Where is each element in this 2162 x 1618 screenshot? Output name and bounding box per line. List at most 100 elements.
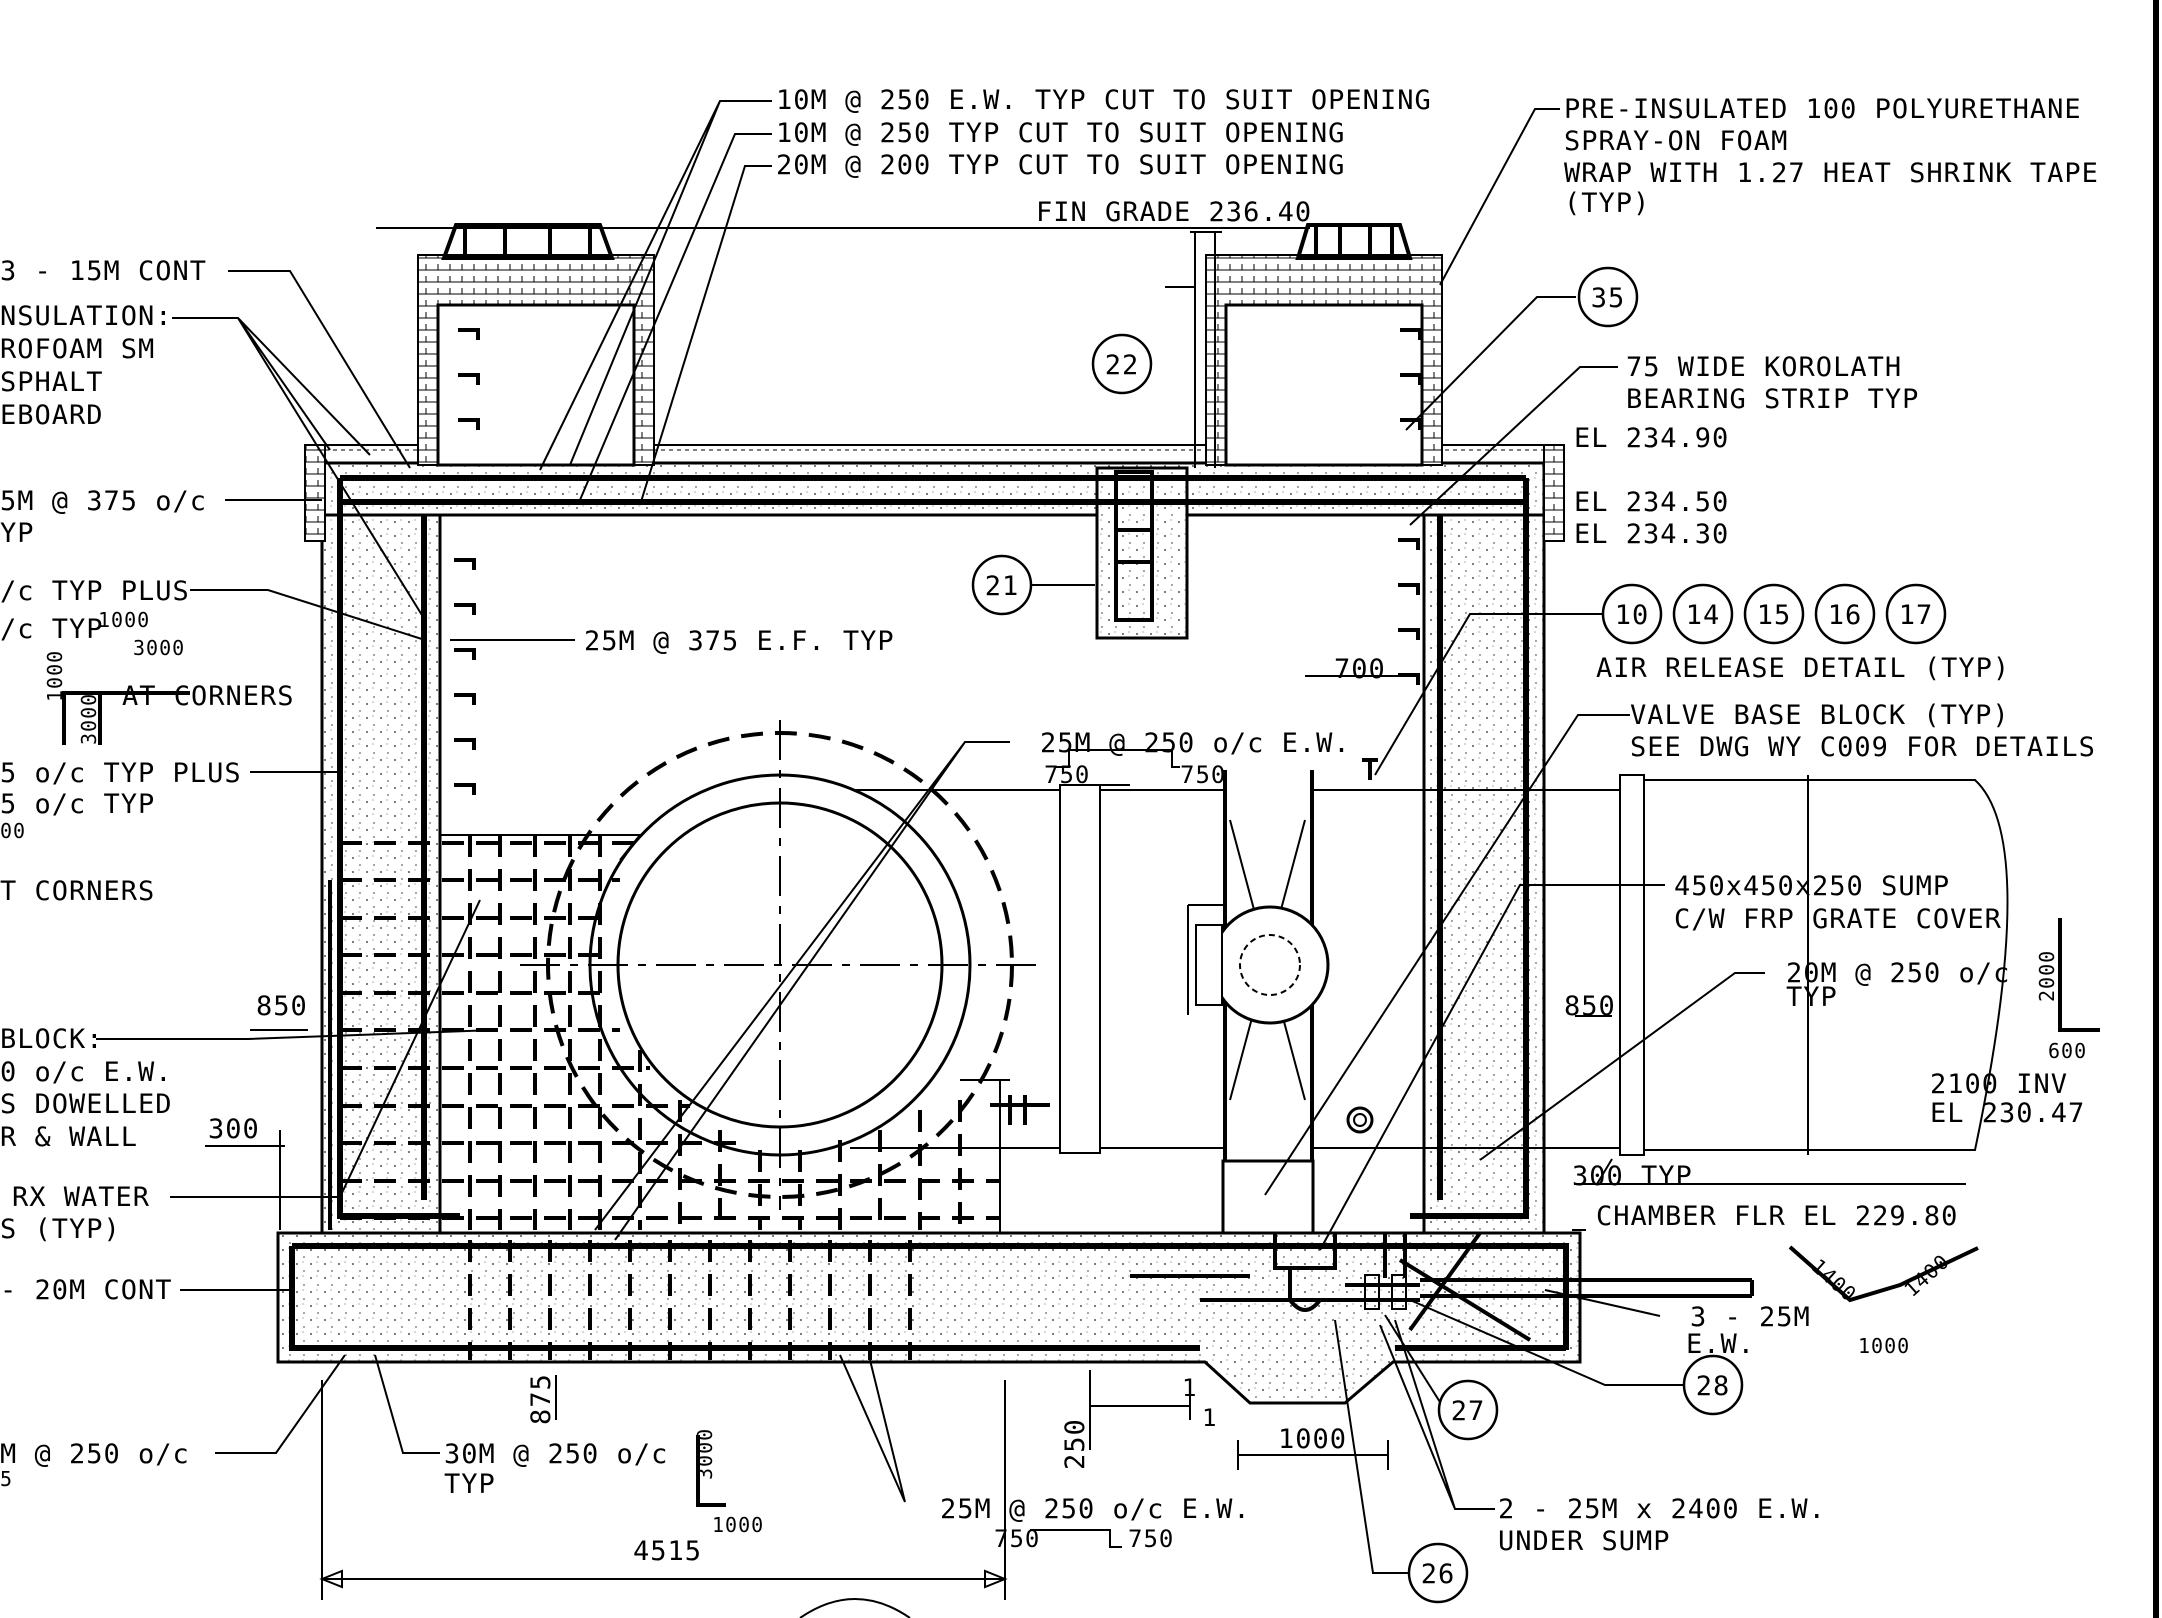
bubble-10: 10 — [1615, 600, 1650, 631]
detail-bubbles: 35 22 21 10 14 15 16 17 26 27 28 — [971, 266, 1947, 1604]
note-m250-left: M @ 250 o/c — [0, 1439, 190, 1470]
bubble-15: 15 — [1757, 600, 1792, 631]
bubble-16: 16 — [1828, 600, 1863, 631]
note-insul-1: PRE-INSULATED 100 POLYURETHANE — [1564, 94, 2082, 125]
note-30m-2: TYP — [444, 1469, 496, 1500]
note-typ-plus-1: /c TYP PLUS — [0, 576, 190, 607]
note-under-sump-2: UNDER SUMP — [1498, 1526, 1671, 1557]
note-20m-right-2: TYP — [1786, 982, 1838, 1013]
note-rx-1: RX WATER — [12, 1182, 150, 1213]
dim-850-left: 850 — [256, 991, 308, 1022]
hook-c-2000: 2000 — [2035, 950, 2059, 1002]
note-bearing-1: 75 WIDE KOROLATH — [1626, 352, 1902, 383]
note-m250-left-2: 5 — [0, 1467, 13, 1491]
rebar — [289, 470, 1569, 1351]
note-insul-4: (TYP) — [1564, 188, 1650, 219]
note-25m-bottom: 25M @ 250 o/c E.W. — [940, 1494, 1251, 1525]
note-5m-375-2: YP — [0, 518, 35, 549]
hook-c-600: 600 — [2048, 1039, 2087, 1063]
bubble-17: 17 — [1899, 600, 1934, 631]
hook-a-3000v: 3000 — [77, 693, 101, 745]
note-insul-2: SPRAY-ON FOAM — [1564, 126, 1788, 157]
roof-beam — [1095, 466, 1189, 640]
note-rebar-top-3: 20M @ 200 TYP CUT TO SUIT OPENING — [776, 150, 1345, 181]
dim-700: 700 — [1334, 654, 1386, 685]
note-insulation-1: NSULATION: — [0, 301, 173, 332]
note-rx-2: S (TYP) — [0, 1214, 121, 1245]
bubble-21: 21 — [985, 571, 1020, 602]
hook-a-1000v: 1000 — [43, 650, 67, 702]
note-sump-2: C/W FRP GRATE COVER — [1674, 904, 2002, 935]
note-3-25m-2: E.W. — [1686, 1329, 1755, 1360]
note-inv-1: 2100 INV — [1930, 1069, 2068, 1100]
dim-875: 875 — [526, 1373, 557, 1425]
hook-a-1000: 1000 — [98, 608, 150, 632]
note-el-3: EL 234.30 — [1574, 519, 1729, 550]
note-block-2: 0 o/c E.W. — [0, 1057, 173, 1088]
hook-d-1400b: 1400 — [1899, 1249, 1954, 1302]
note-300-typ: 300 TYP — [1572, 1161, 1693, 1192]
valve-base-block — [1221, 1159, 1315, 1235]
note-insulation-4: EBOARD — [0, 400, 104, 431]
sump — [1130, 1233, 1754, 1312]
hook-d-1000: 1000 — [1858, 1334, 1910, 1358]
note-valve-2: SEE DWG WY C009 FOR DETAILS — [1630, 732, 2096, 763]
dim-750-b: 750 — [1180, 761, 1226, 789]
dim-750-d: 750 — [1128, 1525, 1174, 1553]
note-chamber-floor: CHAMBER FLR EL 229.80 — [1596, 1201, 1958, 1232]
note-insul-3: WRAP WITH 1.27 HEAT SHRINK TAPE — [1564, 158, 2099, 189]
dim-750-a: 750 — [1044, 761, 1090, 789]
dim-slope-2: 1 — [1202, 1404, 1217, 1432]
note-ef-typ: 25M @ 375 E.F. TYP — [584, 626, 895, 657]
note-el-1: EL 234.90 — [1574, 423, 1729, 454]
hook-b-1000: 1000 — [712, 1513, 764, 1537]
partial-bubble — [799, 1598, 911, 1618]
hook-b-3000: 3000 — [693, 1428, 717, 1480]
bubble-14: 14 — [1686, 600, 1721, 631]
note-block-1: BLOCK: — [0, 1024, 104, 1055]
note-valve-1: VALVE BASE BLOCK (TYP) — [1630, 700, 2010, 731]
note-3-25m-1: 3 - 25M — [1690, 1302, 1811, 1333]
bubble-28: 28 — [1696, 1371, 1731, 1402]
note-block-4: R & WALL — [0, 1122, 138, 1153]
note-30m-1: 30M @ 250 o/c — [444, 1439, 668, 1470]
note-block-3: S DOWELLED — [0, 1089, 173, 1120]
note-5oc-3: 00 — [0, 819, 26, 843]
base-slab — [276, 1231, 1582, 1405]
access-shafts — [417, 223, 1443, 795]
note-5oc-2: 5 o/c TYP — [0, 789, 155, 820]
dim-1000: 1000 — [1278, 1424, 1347, 1455]
note-typ-plus-2: /c TYP — [0, 614, 104, 645]
block-rebar-grid — [340, 834, 1010, 1360]
note-rebar-top-1: 10M @ 250 E.W. TYP CUT TO SUIT OPENING — [776, 85, 1432, 116]
note-25m-ew: 25M @ 250 o/c E.W. — [1040, 728, 1351, 759]
note-el-2: EL 234.50 — [1574, 487, 1729, 518]
leaders — [96, 100, 1765, 1574]
dim-slope-1: 1 — [1182, 1374, 1197, 1402]
note-at-corners: AT CORNERS — [122, 681, 295, 712]
note-sump-1: 450x450x250 SUMP — [1674, 871, 1950, 902]
hook-a-3000: 3000 — [133, 636, 185, 660]
dim-850-right: 850 — [1564, 991, 1616, 1022]
note-under-sump-1: 2 - 25M x 2400 E.W. — [1498, 1494, 1826, 1525]
bubble-35: 35 — [1591, 283, 1626, 314]
dim-250: 250 — [1060, 1418, 1091, 1470]
note-insulation-2: ROFOAM SM — [0, 334, 155, 365]
bubble-22: 22 — [1105, 350, 1140, 381]
pipe — [520, 720, 2009, 1210]
note-t-corners: T CORNERS — [0, 876, 155, 907]
note-fin-grade: FIN GRADE 236.40 — [1036, 197, 1312, 228]
note-rebar-top-2: 10M @ 250 TYP CUT TO SUIT OPENING — [776, 118, 1345, 149]
bubble-26: 26 — [1421, 1559, 1456, 1590]
dimensions — [205, 675, 1966, 1600]
notes: 10M @ 250 E.W. TYP CUT TO SUIT OPENING 1… — [0, 85, 2099, 1557]
note-20m-right-1: 20M @ 250 o/c — [1786, 958, 2010, 989]
dim-300: 300 — [208, 1114, 260, 1145]
dim-4515: 4515 — [633, 1536, 702, 1567]
dim-750-c: 750 — [994, 1525, 1040, 1553]
roof-slab — [320, 461, 1546, 517]
note-air-release: AIR RELEASE DETAIL (TYP) — [1596, 653, 2010, 684]
bubble-27: 27 — [1451, 1396, 1486, 1427]
bar-hook-legends — [62, 691, 2100, 1507]
